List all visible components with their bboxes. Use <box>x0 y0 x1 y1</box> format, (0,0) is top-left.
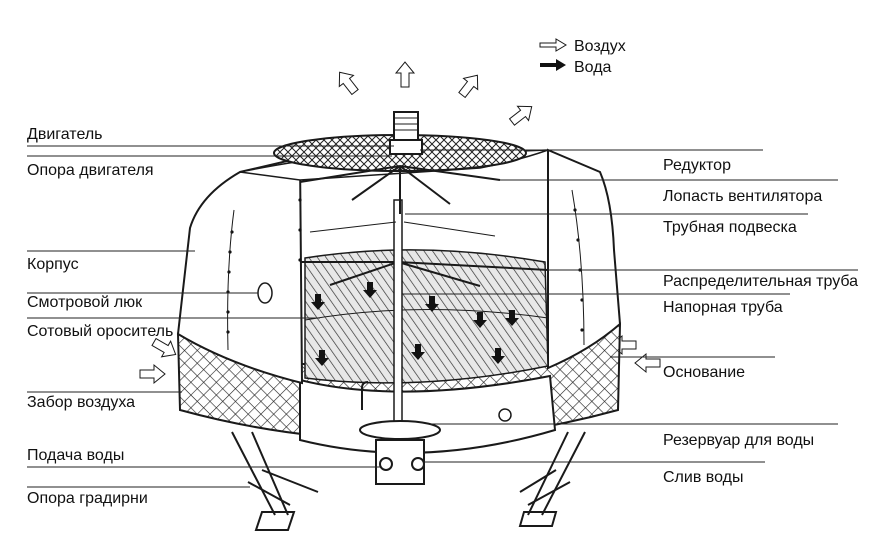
legend: Воздух Вода <box>539 38 626 76</box>
label-fan-blade: Лопасть вентилятора <box>663 188 822 205</box>
label-inspection-hatch: Смотровой люк <box>27 294 143 311</box>
label-honeycomb-fill: Сотовый ороситель <box>27 323 173 340</box>
label-casing: Корпус <box>27 256 79 273</box>
air-arrow-icon <box>539 38 567 52</box>
label-base: Основание <box>663 364 745 381</box>
air-arrow-icon <box>634 352 661 374</box>
air-arrow-icon <box>151 337 177 358</box>
legend-water-label: Вода <box>574 59 612 76</box>
legend-air-label: Воздух <box>574 38 626 55</box>
right-labels: Редуктор Лопасть вентилятора Трубная под… <box>402 149 858 486</box>
label-motor-support: Опора двигателя <box>27 162 154 179</box>
label-air-intake: Забор воздуха <box>27 394 135 411</box>
label-pressure-pipe: Напорная труба <box>663 299 783 316</box>
label-distribution-pipe: Распределительная труба <box>663 273 858 290</box>
label-pipe-hanger: Трубная подвеска <box>663 219 797 236</box>
label-water-drain: Слив воды <box>663 469 743 486</box>
left-labels: Двигатель Опора двигателя Корпус Смотров… <box>27 126 394 507</box>
exhaust-air-arrows <box>338 61 533 126</box>
tower-body <box>176 111 622 531</box>
air-arrow-icon <box>338 71 359 96</box>
air-arrow-icon <box>139 363 166 385</box>
water-arrow-icon <box>540 59 566 71</box>
air-arrow-icon <box>394 61 416 88</box>
label-gearbox: Редуктор <box>663 157 731 174</box>
air-arrow-icon <box>508 105 533 126</box>
air-arrow-icon <box>458 74 479 99</box>
label-water-supply: Подача воды <box>27 447 124 464</box>
label-tower-support: Опора градирни <box>27 490 148 507</box>
label-motor: Двигатель <box>27 126 103 143</box>
label-water-reservoir: Резервуар для воды <box>663 432 814 449</box>
